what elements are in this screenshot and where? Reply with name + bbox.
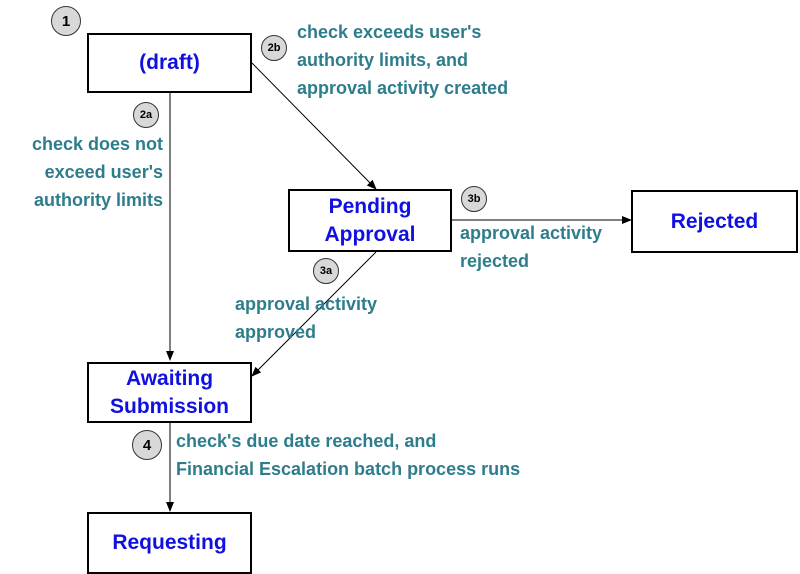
state-draft: (draft) [87, 33, 252, 93]
state-awaiting-submission: Awaiting Submission [87, 362, 252, 423]
step-badge-4: 4 [132, 430, 162, 460]
label-3b-rejected: approval activity rejected [460, 223, 603, 271]
step-badge-3b: 3b [461, 186, 487, 212]
state-requesting-label: Requesting [112, 531, 227, 554]
label-3a-approved: approval activity approved [235, 294, 378, 342]
state-rejected-label: Rejected [670, 209, 759, 233]
step-badge-2b: 2b [261, 35, 287, 61]
step-badge-1: 1 [51, 6, 81, 36]
state-pending-approval: Pending Approval [288, 189, 452, 252]
state-requesting: Requesting [87, 512, 252, 574]
state-rejected: Rejected [631, 190, 798, 253]
arrow-pending-to-awaiting [251, 251, 377, 377]
state-draft-label: (draft) [139, 51, 200, 74]
step-badge-2a: 2a [133, 102, 159, 128]
label-2b-exceeds-limits: check exceeds user's authority limits, a… [297, 22, 509, 98]
state-pending-approval-label: Pending Approval [324, 194, 416, 246]
arrow-draft-to-pending [251, 62, 377, 190]
label-2a-within-limits: check does not exceed user's authority l… [31, 134, 163, 210]
label-4-escalation: check's due date reached, and Financial … [176, 431, 521, 479]
state-awaiting-submission-label: Awaiting Submission [109, 366, 230, 418]
step-badge-3a: 3a [313, 258, 339, 284]
